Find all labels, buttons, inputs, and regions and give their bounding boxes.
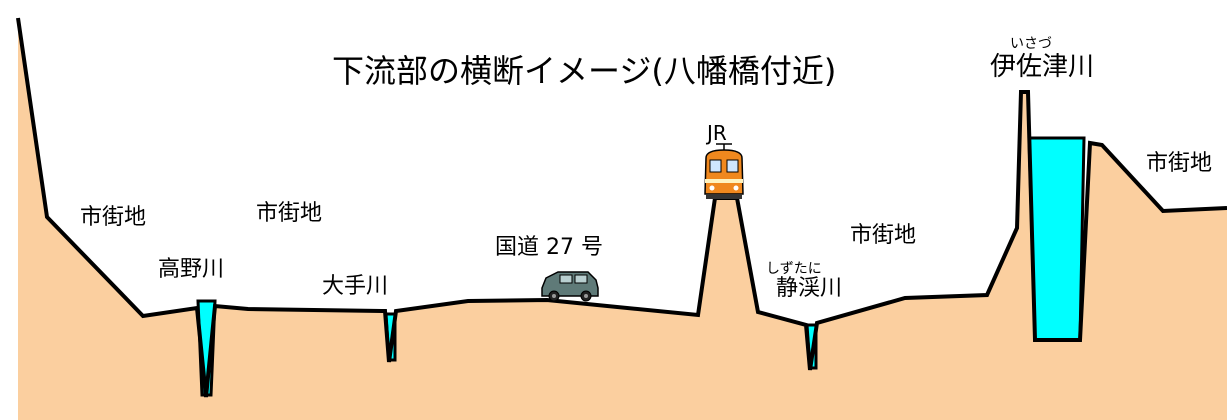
isatsu-river-water [1027, 136, 1086, 342]
isatsu-river-label: 伊佐津川 [990, 52, 1094, 82]
ground-outline [16, 17, 1227, 398]
jr-label: JR [705, 121, 727, 145]
shizutani-ruby: しずたに [766, 261, 822, 277]
city-label-left-2: 市街地 [256, 201, 322, 226]
route27-label: 国道 27 号 [495, 235, 603, 260]
shizutani-river-label: 静渓川 [776, 276, 842, 301]
car-icon [541, 271, 599, 302]
ote-river-label: 大手川 [322, 274, 388, 299]
city-label-left-1: 市街地 [80, 205, 146, 230]
ground-profile [18, 18, 1227, 420]
isatsu-ruby: いさづ [1010, 36, 1052, 52]
city-label-center: 市街地 [850, 223, 916, 248]
diagram-title: 下流部の横断イメージ(八幡橋付近) [332, 52, 836, 90]
city-label-right: 市街地 [1146, 151, 1212, 176]
train-icon [704, 143, 744, 199]
takano-river-label: 高野川 [158, 257, 224, 282]
